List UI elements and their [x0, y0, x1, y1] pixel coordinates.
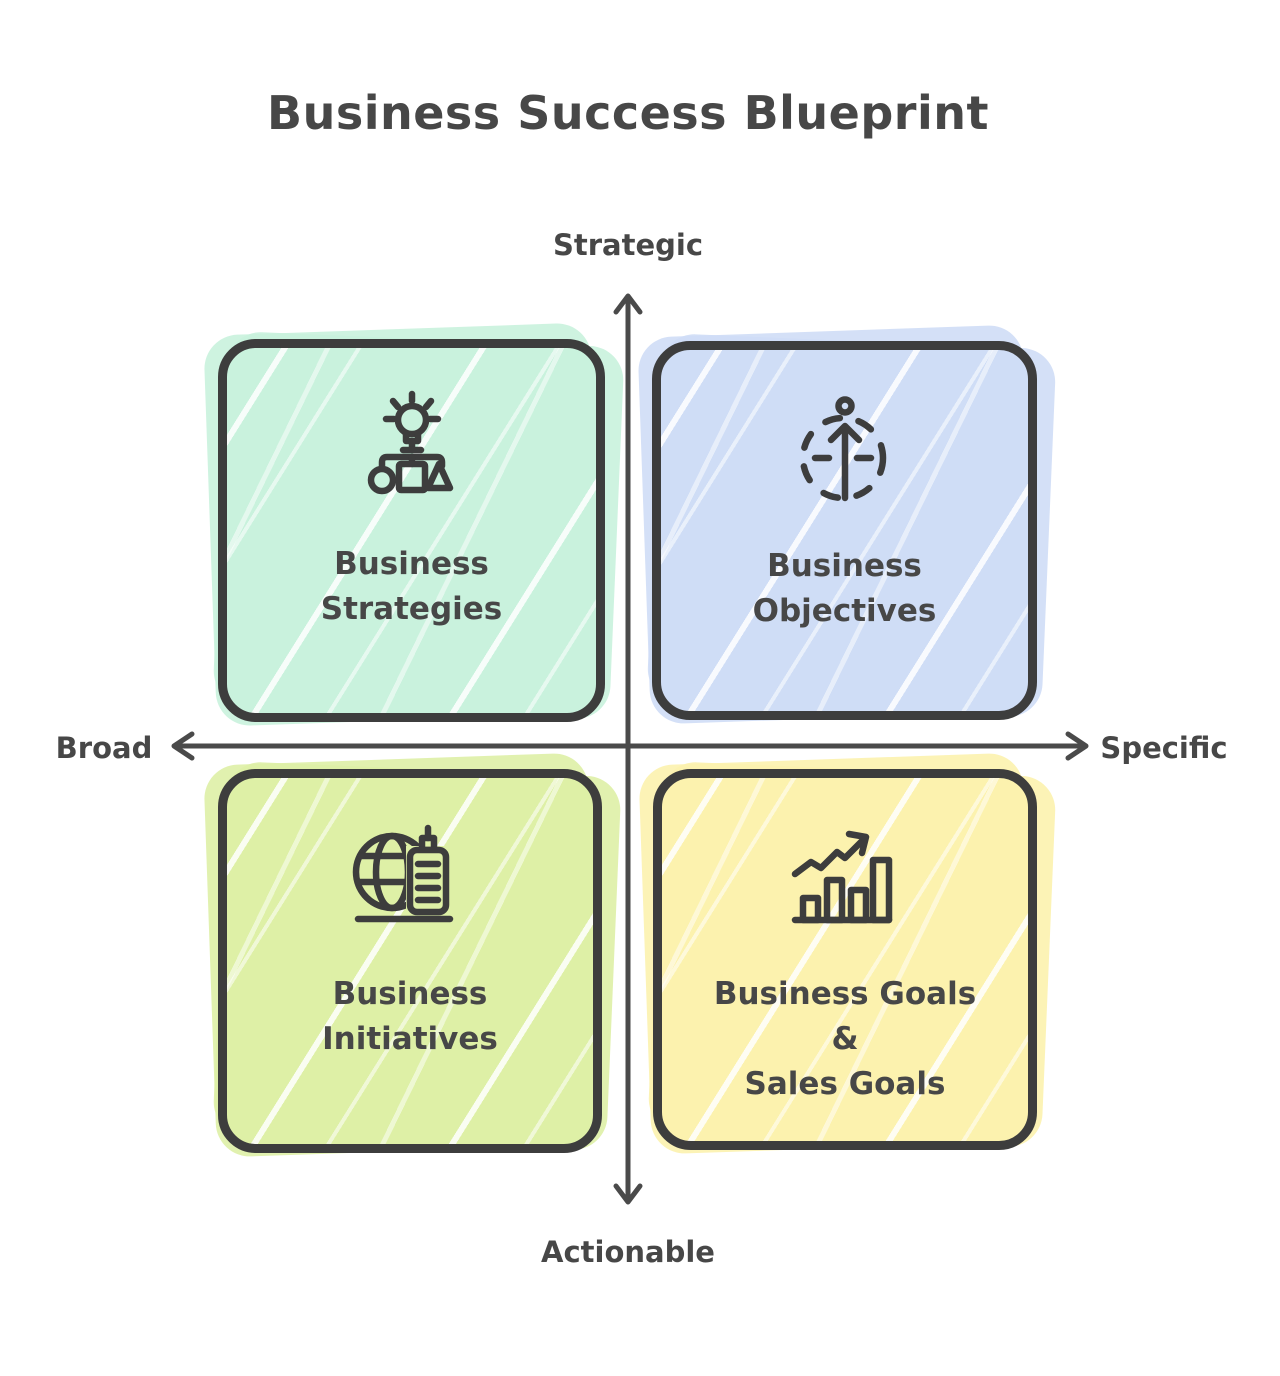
quadrant-label: Business Goals & Sales Goals — [713, 976, 977, 1102]
arrow-up-goal-icon — [799, 396, 886, 502]
axis-label-top: Strategic — [552, 228, 704, 262]
quadrant-bottom-left-box: Business Initiatives — [218, 769, 602, 1153]
quadrant-label: Business Initiatives — [322, 976, 498, 1057]
axis-arrow-left-icon — [171, 731, 195, 761]
quadrant-label: Business Objectives — [752, 548, 937, 629]
lightbulb-hierarchy-icon — [367, 390, 453, 495]
bar-chart-growth-icon — [791, 830, 893, 924]
globe-building-icon — [352, 824, 454, 923]
quadrant-top-right-box: Business Objectives — [652, 341, 1037, 720]
axis-label-left: Broad — [55, 731, 153, 765]
quadrant-bottom-right: Business Goals & Sales Goals — [653, 769, 1037, 1150]
diagram-title: Business Success Blueprint — [267, 86, 989, 140]
axis-arrow-up-icon — [613, 293, 643, 315]
axis-arrow-right-icon — [1065, 731, 1089, 761]
axis-arrow-down-icon — [613, 1183, 643, 1205]
quadrant-top-right: Business Objectives — [652, 341, 1037, 720]
quadrant-label: Business Strategies — [320, 546, 503, 627]
quadrant-top-left-box: Business Strategies — [218, 339, 605, 722]
quadrant-bottom-left: Business Initiatives — [218, 769, 602, 1153]
quadrant-top-left: Business Strategies — [218, 339, 605, 722]
quadrant-bottom-right-box: Business Goals & Sales Goals — [653, 769, 1037, 1150]
axis-label-bottom: Actionable — [541, 1235, 715, 1269]
axis-label-right: Specific — [1100, 731, 1228, 765]
